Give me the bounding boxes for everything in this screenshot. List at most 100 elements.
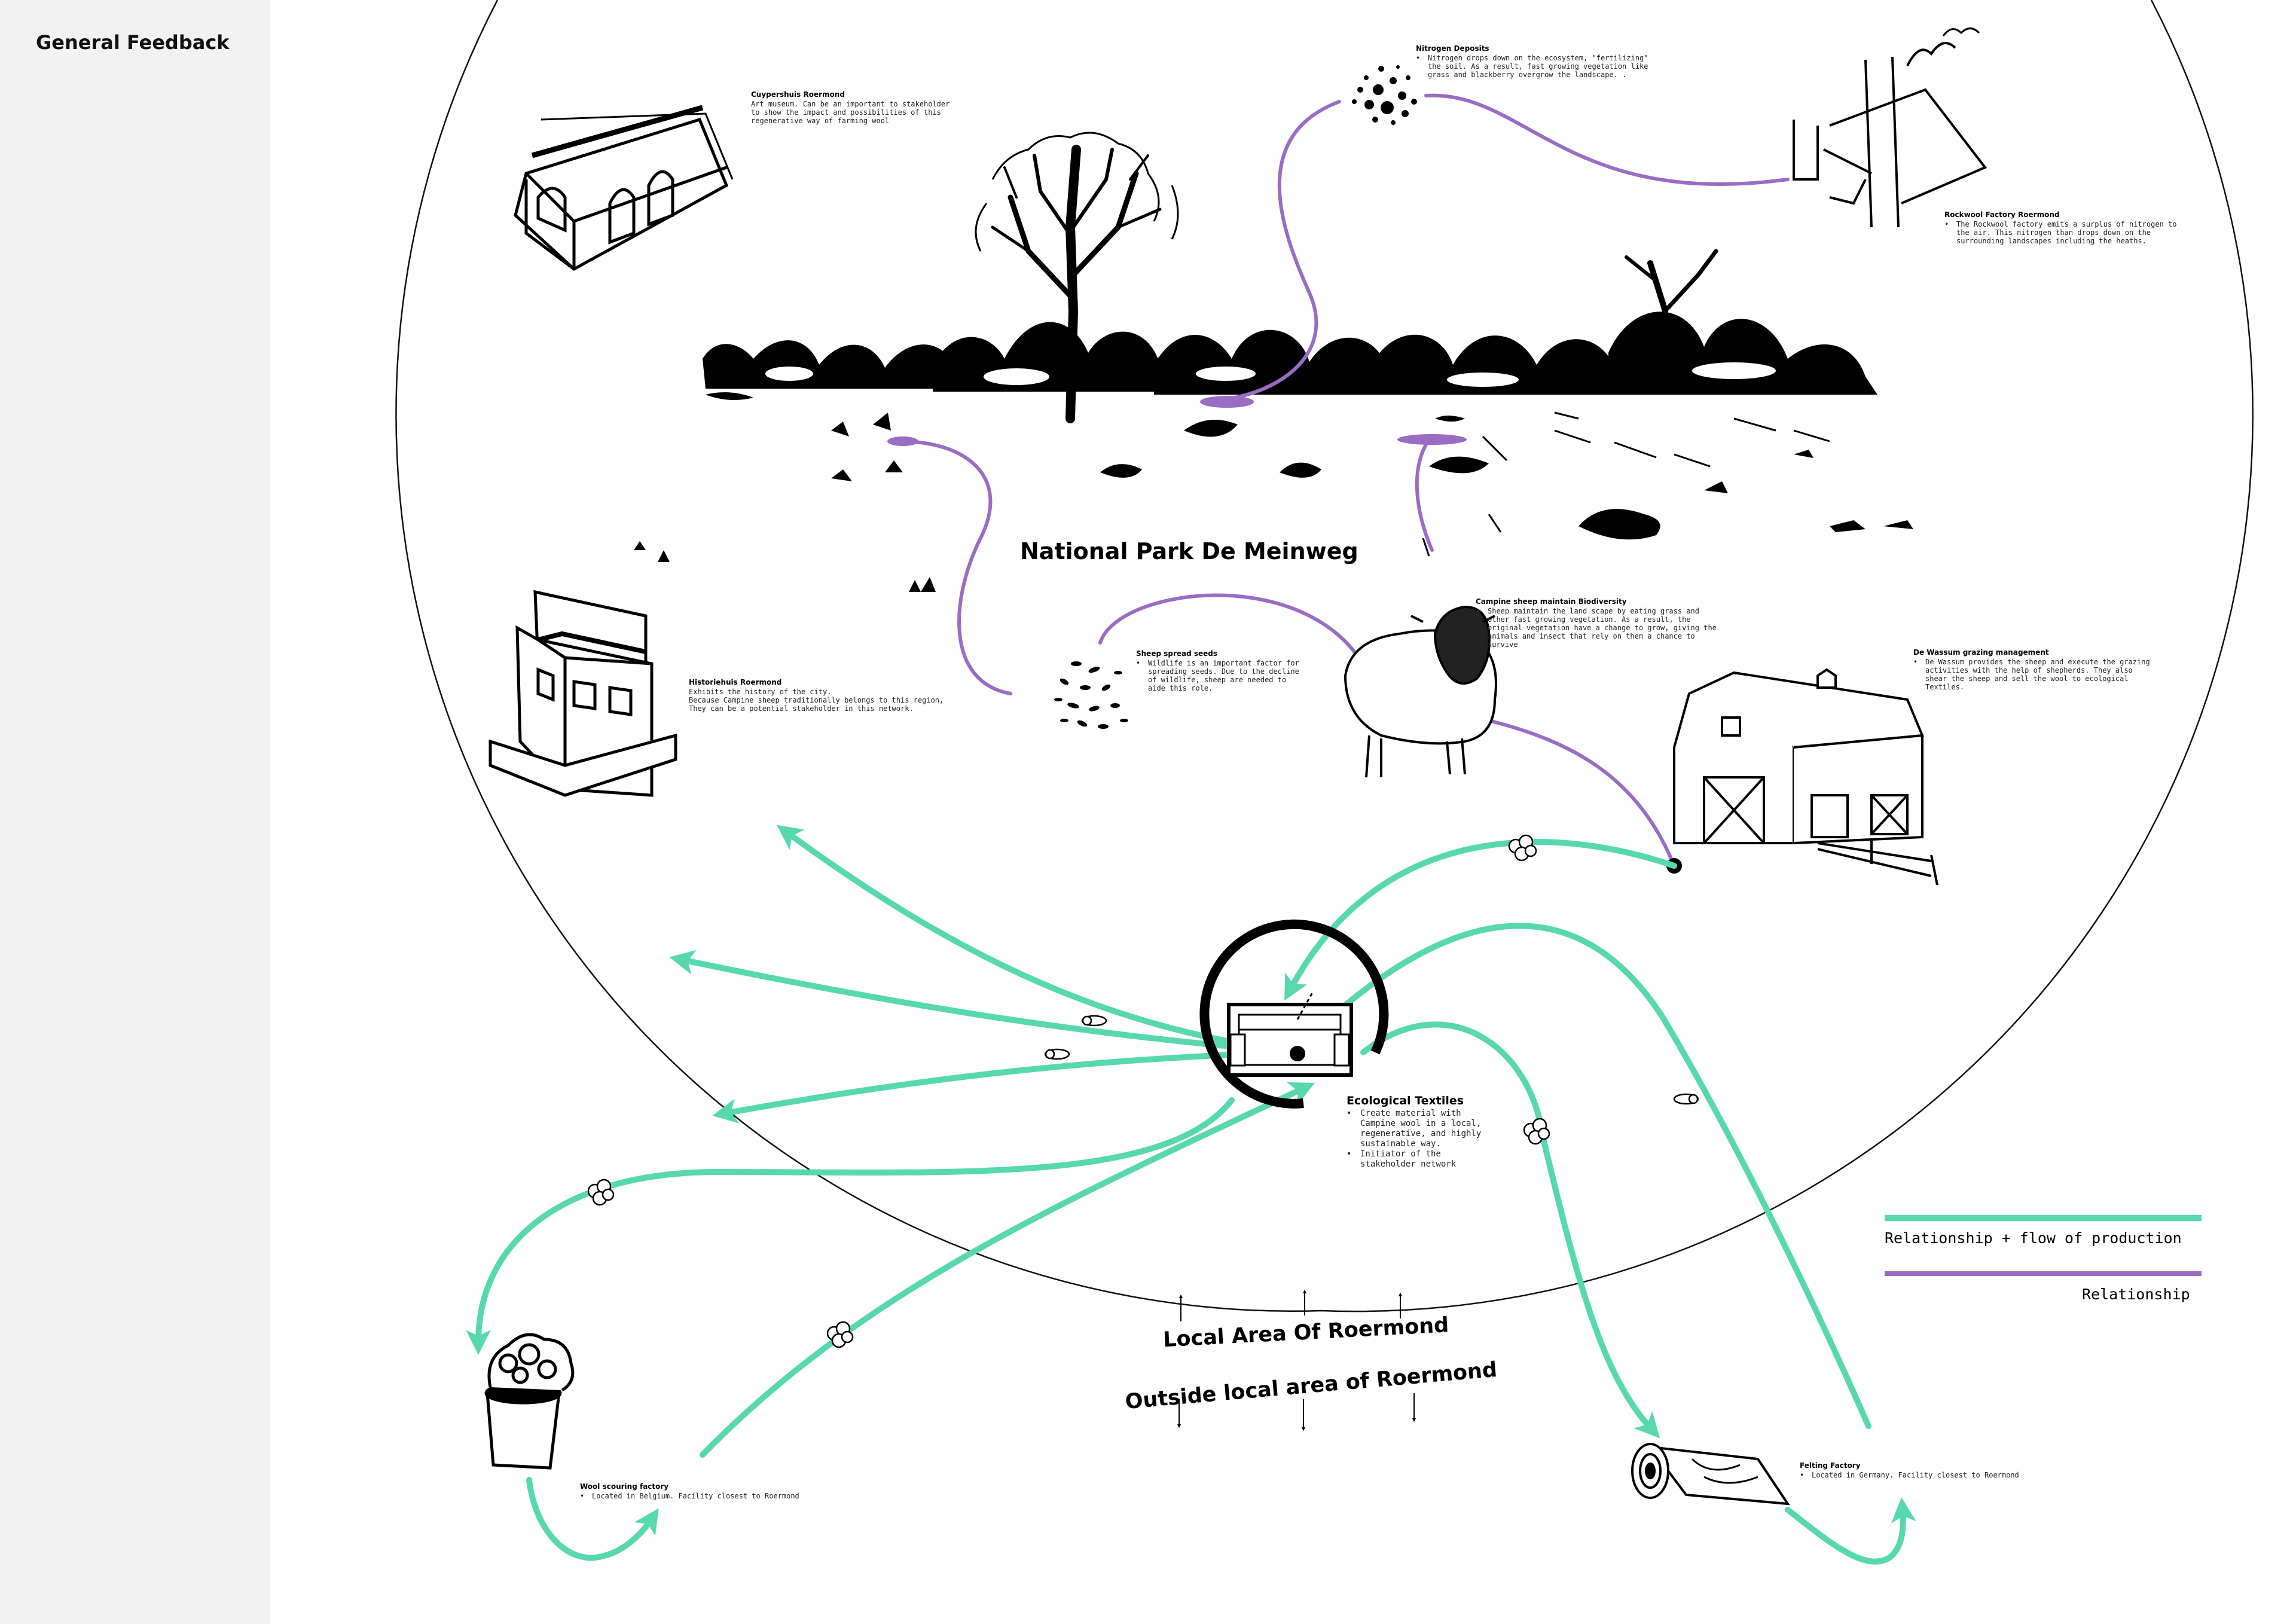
node-title: Sheep spread seeds — [1136, 649, 1217, 658]
flow-textiles-to-west-1 — [777, 825, 1300, 1055]
node-title: De Wassum grazing management — [1913, 648, 2049, 657]
center-title: Ecological Textiles — [1347, 1094, 1464, 1107]
rel-nitrogen-rockwool — [1424, 93, 1790, 187]
fabric-roll-icon — [1081, 1015, 1107, 1027]
node-line: The Rockwool factory emits a surplus of … — [1956, 220, 2176, 228]
node-line: spreading seeds. Due to the decline — [1148, 667, 1299, 676]
node-line: They can be a potential stakeholder in t… — [689, 704, 914, 713]
historiehuis-illustration — [488, 590, 677, 797]
svg-text:•: • — [1347, 1109, 1351, 1118]
relationship-lines — [901, 93, 1790, 868]
node-line: the air. This nitrogen than drops down o… — [1956, 228, 2151, 237]
wool-icon — [1523, 1118, 1550, 1145]
node-line: Wildlife is an important factor for — [1148, 659, 1299, 667]
node-line: other fast growing vegetation. As a resu… — [1488, 615, 1691, 624]
svg-text:•: • — [1800, 1471, 1804, 1479]
node-scouring: Wool scouring factory • Located in Belgi… — [580, 1482, 799, 1500]
flow-wassum-to-textiles — [1284, 839, 1677, 1001]
node-line: Located in Germany. Facility closest to … — [1812, 1471, 2019, 1479]
node-line: Sheep maintain the land scape by eating … — [1488, 607, 1699, 615]
svg-text:•: • — [1913, 658, 1918, 666]
node-title: Cuypershuis Roermond — [751, 90, 845, 99]
wool-icon — [587, 1179, 615, 1206]
flow-scouring-to-textiles — [700, 1082, 1315, 1458]
center-bullet-line: stakeholder network — [1360, 1159, 1457, 1169]
node-line: De Wassum provides the sheep and execute… — [1925, 658, 2150, 666]
svg-text:•: • — [1416, 54, 1420, 62]
node-rockwool: Rockwool Factory Roermond • The Rockwool… — [1944, 210, 2176, 245]
center-bullet-line: Initiator of the — [1360, 1149, 1441, 1159]
node-line: original vegetation have a change to gro… — [1488, 624, 1717, 632]
sidebar-title: General Feedback — [36, 31, 230, 54]
ecological-textiles-node — [1199, 919, 1389, 1109]
rel-sheep-wassum — [1487, 719, 1676, 868]
node-line: Textiles. — [1925, 683, 1964, 691]
node-title: Nitrogen Deposits — [1416, 44, 1489, 53]
rockwool-illustration — [1793, 28, 1987, 228]
diagram-canvas: Ecological Textiles • Create material wi… — [270, 0, 2296, 1624]
diagram-svg: Ecological Textiles • Create material wi… — [395, 0, 2254, 1565]
boundary-arrows — [1177, 1289, 1416, 1431]
local-area-boundary — [395, 0, 2254, 1312]
node-line: shear the sheep and sell the wool to eco… — [1925, 674, 2129, 683]
flow-textiles-to-west-2 — [669, 950, 1300, 1055]
node-historiehuis: Historiehuis Roermond Exhibits the histo… — [689, 678, 944, 713]
center-bullet-line: sustainable way. — [1360, 1139, 1441, 1149]
svg-text:•: • — [1136, 659, 1140, 667]
node-line: grass and blackberry overgrow the landsc… — [1428, 71, 1626, 79]
node-wassum: De Wassum grazing management • De Wassum… — [1913, 648, 2150, 691]
node-line: survive — [1488, 640, 1518, 649]
wool-icon — [1508, 834, 1537, 862]
fabric-roll-icon — [1673, 1093, 1699, 1105]
flow-scouring-loop — [526, 1477, 659, 1561]
fabric-roll-icon — [1044, 1048, 1070, 1060]
node-line: the soil. As a result, fast growing vege… — [1428, 62, 1648, 71]
wool-icon — [826, 1321, 854, 1348]
sheep-illustration — [1344, 605, 1497, 778]
flow-textiles-to-scouring — [466, 1097, 1235, 1355]
node-felting: Felting Factory • Located in Germany. Fa… — [1800, 1461, 2019, 1479]
node-title: Historiehuis Roermond — [689, 678, 781, 686]
inside-label: Local Area Of Roermond — [1162, 1313, 1449, 1352]
outside-label: Outside local area of Roermond — [1124, 1358, 1498, 1414]
legend-production-label: Relationship + flow of production — [1885, 1229, 2182, 1247]
svg-text:•: • — [1944, 220, 1949, 228]
center-bullet-line: Campine wool in a local, — [1360, 1119, 1481, 1128]
nitrogen-illustration — [1352, 65, 1417, 125]
rel-park-seeds — [901, 439, 1012, 695]
node-nitrogen: Nitrogen Deposits • Nitrogen drops down … — [1416, 44, 1648, 79]
node-line: surrounding landscapes including the hea… — [1956, 237, 2147, 245]
node-line: regenerative way of farming wool — [751, 117, 889, 125]
node-line: of wildlife, sheep are needed to — [1148, 676, 1286, 684]
svg-text:•: • — [1476, 607, 1480, 615]
barn-illustration — [1673, 668, 1938, 886]
cuypershuis-illustration — [514, 105, 734, 271]
flow-textiles-to-west-3 — [712, 1049, 1300, 1124]
flow-felting-to-textiles — [1292, 923, 1871, 1429]
node-campine: Campine sheep maintain Biodiversity • Sh… — [1476, 597, 1717, 649]
node-line: Because Campine sheep traditionally belo… — [689, 696, 944, 704]
node-line: to show the impact and possibilities of … — [751, 108, 941, 117]
production-flows — [466, 825, 1916, 1565]
felting-illustration — [1631, 1443, 1790, 1506]
legend-relationship-label: Relationship — [2082, 1286, 2190, 1303]
node-line: Located in Belgium. Facility closest to … — [592, 1492, 799, 1500]
node-title: Felting Factory — [1800, 1461, 1861, 1470]
landscape-illustration — [634, 132, 1913, 592]
node-title: Rockwool Factory Roermond — [1944, 210, 2059, 219]
node-seeds: Sheep spread seeds • Wildlife is an impo… — [1136, 649, 1299, 692]
wool-scouring-illustration — [484, 1333, 575, 1470]
node-line: Art museum. Can be an important to stake… — [751, 100, 949, 108]
rel-park-sheep — [1415, 438, 1434, 552]
node-line: aide this role. — [1148, 684, 1213, 692]
center-bullet-line: Create material with — [1360, 1109, 1461, 1118]
sidebar: General Feedback — [0, 0, 270, 1624]
node-line: activities with the help of shepherds. T… — [1925, 666, 2133, 674]
node-title: Wool scouring factory — [580, 1482, 668, 1491]
relationship-anchors — [887, 396, 1467, 446]
center-bullet-line: regenerative, and highly — [1360, 1129, 1481, 1138]
node-line: Exhibits the history of the city. — [689, 688, 831, 696]
node-title: Campine sheep maintain Biodiversity — [1476, 597, 1627, 606]
svg-text:•: • — [580, 1492, 584, 1500]
node-line: Nitrogen drops down on the ecosystem, "f… — [1428, 54, 1648, 62]
